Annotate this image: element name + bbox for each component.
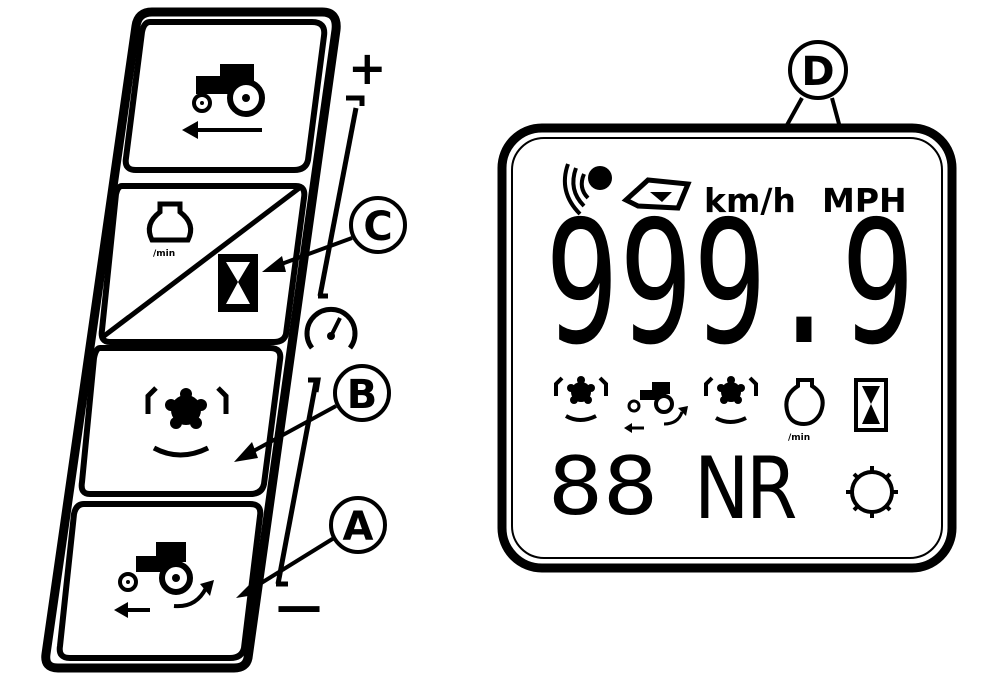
callout-a: A bbox=[236, 496, 387, 598]
tractor-slip-icon bbox=[114, 542, 214, 618]
mph-unit: MPH bbox=[822, 181, 907, 220]
main-readout: 999.9 bbox=[545, 185, 915, 383]
tractor-icon bbox=[192, 64, 265, 117]
engine-hours-key[interactable]: /min bbox=[98, 183, 308, 345]
svg-text:C: C bbox=[363, 204, 392, 250]
gear-icon bbox=[846, 466, 898, 518]
callout-b: B bbox=[234, 364, 391, 462]
wheel-slip-key[interactable] bbox=[56, 501, 264, 661]
pto-indicator-2-icon bbox=[704, 376, 758, 424]
lcd-display: km/h MPH 999.9 bbox=[497, 123, 957, 573]
engine-icon: /min bbox=[146, 201, 194, 259]
plus-sign: + bbox=[348, 41, 387, 95]
svg-text:A: A bbox=[343, 504, 374, 550]
engine-indicator-icon: /min bbox=[784, 378, 825, 443]
kmh-unit: km/h bbox=[704, 181, 796, 220]
arrow-left-icon bbox=[182, 121, 262, 139]
hourglass-indicator-icon bbox=[854, 378, 888, 432]
hourglass-icon bbox=[218, 254, 258, 312]
svg-text:/min: /min bbox=[153, 249, 175, 259]
pto-indicator-icon bbox=[554, 376, 608, 422]
nr-label: NR bbox=[694, 439, 796, 539]
wheel-speed-icon bbox=[621, 177, 692, 211]
svg-text:D: D bbox=[801, 49, 834, 95]
pto-speed-key[interactable] bbox=[78, 345, 284, 497]
ground-speed-key[interactable] bbox=[122, 19, 328, 173]
radar-icon bbox=[563, 163, 612, 216]
tractor-slip-indicator-icon bbox=[624, 382, 688, 433]
keypad: /min bbox=[41, 7, 341, 673]
minus-sign: — bbox=[276, 579, 322, 633]
svg-text:/min: /min bbox=[788, 433, 810, 443]
adjust-scale: + — bbox=[275, 41, 387, 633]
callout-c: C bbox=[262, 196, 407, 272]
gauge-icon bbox=[304, 306, 358, 350]
pto-icon bbox=[145, 386, 229, 458]
small-readout: 88 bbox=[548, 440, 658, 533]
svg-text:B: B bbox=[347, 372, 378, 418]
callout-d: D bbox=[754, 40, 860, 184]
